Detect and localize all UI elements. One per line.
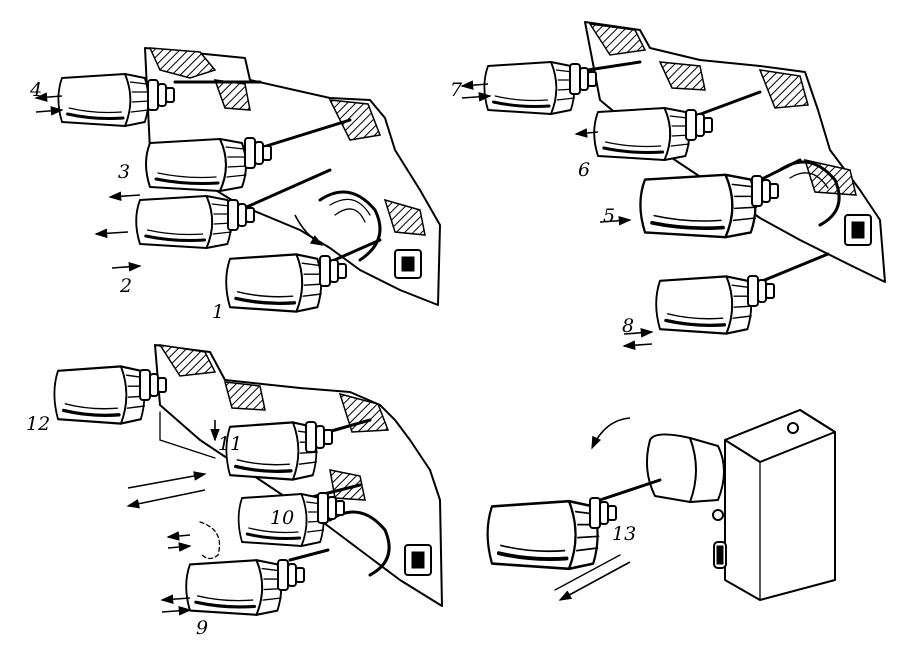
label-11: 11: [218, 433, 242, 455]
panel-bottom-left: 12 11 10 9: [26, 344, 443, 639]
label-13: 13: [612, 523, 636, 545]
label-4: 4: [29, 79, 42, 101]
label-3: 3: [118, 161, 130, 183]
label-10: 10: [270, 507, 294, 529]
label-5: 5: [603, 205, 615, 227]
panel-top-right: 7 6 5 8: [450, 21, 886, 350]
label-8: 8: [622, 315, 634, 337]
label-6: 6: [578, 159, 590, 181]
panel-top-left: 4 3 2 1: [29, 47, 441, 323]
label-9: 9: [196, 617, 208, 639]
panel-bottom-right: 13: [485, 409, 836, 601]
label-2: 2: [119, 275, 132, 297]
label-1: 1: [212, 301, 224, 323]
label-7: 7: [450, 79, 463, 101]
label-12: 12: [26, 413, 50, 435]
